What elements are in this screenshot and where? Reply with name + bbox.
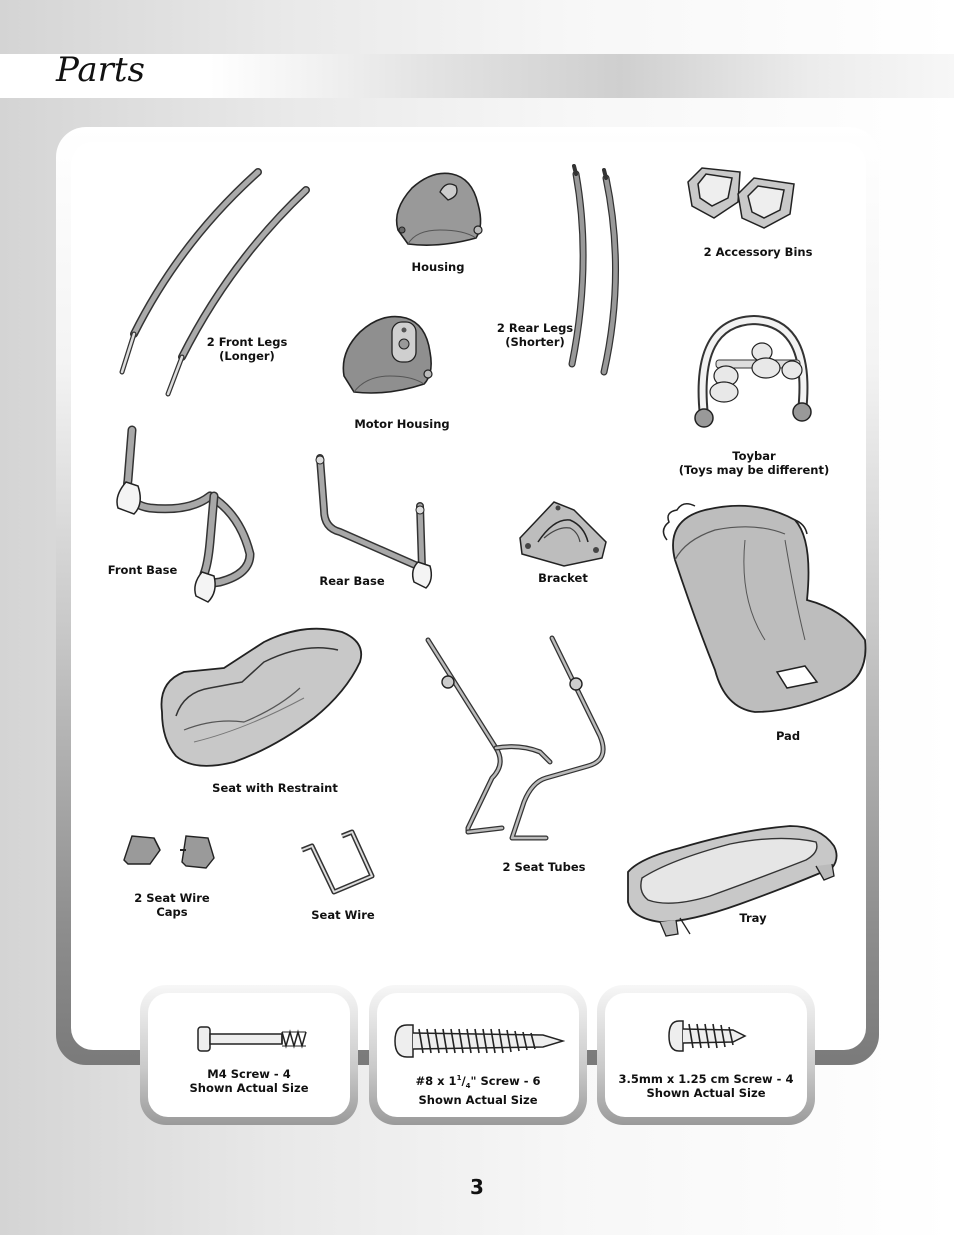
seat-wire-caps-illustration: [123, 835, 215, 869]
pad-label: Pad: [775, 729, 801, 743]
tray-label: Tray: [739, 911, 767, 925]
rear-legs-illustration: [568, 164, 620, 376]
small-screw-label: 3.5mm x 1.25 cm Screw - 4 Shown Actual S…: [618, 1072, 794, 1100]
toybar-illustration: [694, 314, 812, 428]
pad-illustration: [662, 503, 867, 713]
page-title: Parts: [56, 50, 145, 90]
screw-box-number8: #8 x 11/4" Screw - 6 Shown Actual Size: [369, 985, 587, 1125]
small-screw-icon: [668, 1020, 747, 1052]
rear-base-label: Rear Base: [319, 574, 385, 588]
page-number: 3: [470, 1175, 484, 1199]
toybar-label: Toybar (Toys may be different): [678, 449, 830, 477]
motor-housing-label: Motor Housing: [354, 417, 450, 431]
m4-screw-label: M4 Screw - 4 Shown Actual Size: [189, 1067, 309, 1095]
accessory-bins-label: 2 Accessory Bins: [703, 245, 813, 259]
number8-screw-label: #8 x 11/4" Screw - 6 Shown Actual Size: [415, 1073, 541, 1108]
seat-wire-caps-label: 2 Seat Wire Caps: [134, 891, 210, 919]
seat-wire-illustration: [301, 829, 375, 895]
tray-illustration: [627, 825, 838, 937]
front-base-label: Front Base: [107, 563, 178, 577]
number8-screw-icon: [394, 1024, 565, 1058]
title-band: [0, 54, 954, 98]
front-legs-illustration: [119, 168, 310, 397]
rear-base-illustration: [315, 454, 433, 589]
front-base-illustration: [116, 425, 255, 603]
rear-legs-label: 2 Rear Legs (Shorter): [496, 321, 574, 349]
accessory-bins-illustration: [687, 167, 795, 229]
seat-illustration: [160, 627, 363, 767]
screw-box-3-5mm: 3.5mm x 1.25 cm Screw - 4 Shown Actual S…: [597, 985, 815, 1125]
motor-housing-illustration: [342, 315, 433, 394]
seat-tubes-illustration: [425, 635, 606, 841]
housing-label: Housing: [411, 260, 465, 274]
seat-wire-label: Seat Wire: [311, 908, 375, 922]
m4-screw-icon: [197, 1026, 307, 1052]
bracket-illustration: [519, 501, 607, 567]
housing-illustration: [395, 172, 483, 246]
seat-label: Seat with Restraint: [212, 781, 338, 795]
front-legs-label: 2 Front Legs (Longer): [206, 335, 288, 363]
seat-tubes-label: 2 Seat Tubes: [502, 860, 586, 874]
screw-box-m4: M4 Screw - 4 Shown Actual Size: [140, 985, 358, 1125]
bracket-label: Bracket: [538, 571, 588, 585]
